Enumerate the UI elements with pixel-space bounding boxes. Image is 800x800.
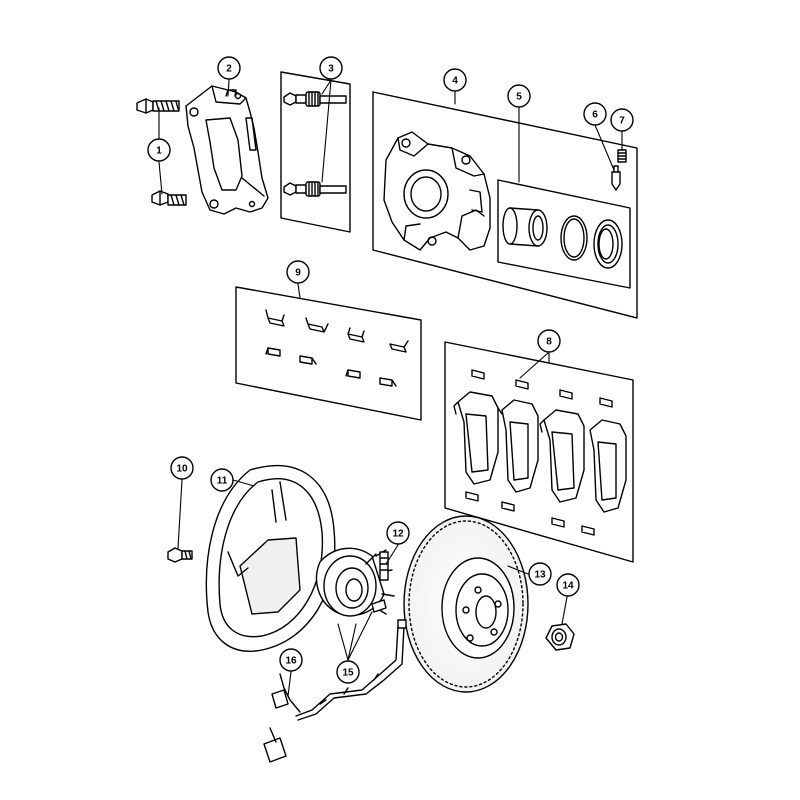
callout-circle [170, 456, 194, 480]
box-3-guide-pins [280, 71, 351, 233]
splash-shield [205, 465, 336, 652]
box-8-pads [444, 341, 634, 563]
callout-number: 8 [546, 337, 552, 348]
callout-number: 14 [562, 581, 574, 592]
callout-circle [507, 84, 531, 108]
callout-14: 14 [556, 573, 580, 597]
callout-number: 1 [156, 146, 162, 157]
callout-16: 16 [279, 648, 303, 672]
guide-pins [283, 91, 347, 197]
callout-circle [319, 56, 343, 80]
callout-number: 2 [226, 64, 232, 75]
callout-circle [286, 260, 310, 284]
callout-number: 6 [592, 110, 598, 121]
brake-disc [403, 515, 529, 693]
bleeder-cap [617, 149, 627, 163]
callout-circle [147, 138, 171, 162]
callout-8: 8 [537, 329, 561, 353]
callout-10: 10 [170, 456, 194, 480]
callout-circle [279, 648, 303, 672]
callout-number: 16 [285, 656, 297, 667]
shield-bolt [167, 547, 193, 563]
callout-number: 10 [176, 464, 188, 475]
callout-number: 11 [217, 476, 228, 487]
callout-9: 9 [286, 260, 310, 284]
upper-bolt [136, 98, 180, 114]
callout-15: 15 [336, 660, 360, 684]
callout-2: 2 [217, 56, 241, 80]
caliper-adapter-bracket [185, 85, 269, 215]
callout-circle [583, 102, 607, 126]
hub-bearing [315, 547, 395, 617]
callout-number: 9 [295, 268, 301, 279]
callout-circle [610, 108, 634, 132]
callout-6: 6 [583, 102, 607, 126]
box-4-caliper [372, 91, 638, 319]
caliper-housing [383, 131, 491, 251]
callout-1: 1 [147, 138, 171, 162]
pad-hardware-clips [265, 309, 409, 387]
wheel-speed-sensor [263, 619, 407, 763]
callout-7: 7 [610, 108, 634, 132]
callout-3: 3 [319, 56, 343, 80]
leader-lines [158, 79, 623, 697]
callout-number: 12 [392, 529, 404, 540]
callout-circle [386, 521, 410, 545]
box-5-piston-kit [497, 179, 631, 289]
lower-bolt [151, 190, 187, 206]
brake-pads [453, 369, 627, 536]
callout-number: 4 [452, 76, 458, 87]
callout-11: 11 [210, 468, 234, 492]
callout-circle [210, 468, 234, 492]
callout-circle [336, 660, 360, 684]
callout-circle [556, 573, 580, 597]
callout-number: 3 [328, 64, 334, 75]
callout-12: 12 [386, 521, 410, 545]
bleeder-screw [611, 165, 621, 191]
callout-circle [443, 68, 467, 92]
callout-number: 13 [534, 570, 546, 581]
callout-4: 4 [443, 68, 467, 92]
callout-number: 5 [516, 92, 522, 103]
callout-circle [537, 329, 561, 353]
caliper-bolts [136, 98, 187, 206]
callout-number: 15 [342, 668, 354, 679]
callout-circle [217, 56, 241, 80]
callout-13: 13 [528, 562, 552, 586]
box-9-hardware [235, 286, 422, 421]
hub-nut [545, 623, 575, 651]
piston-and-seals [502, 207, 623, 269]
callout-number: 7 [619, 116, 625, 127]
callout-5: 5 [507, 84, 531, 108]
callout-circle [528, 562, 552, 586]
